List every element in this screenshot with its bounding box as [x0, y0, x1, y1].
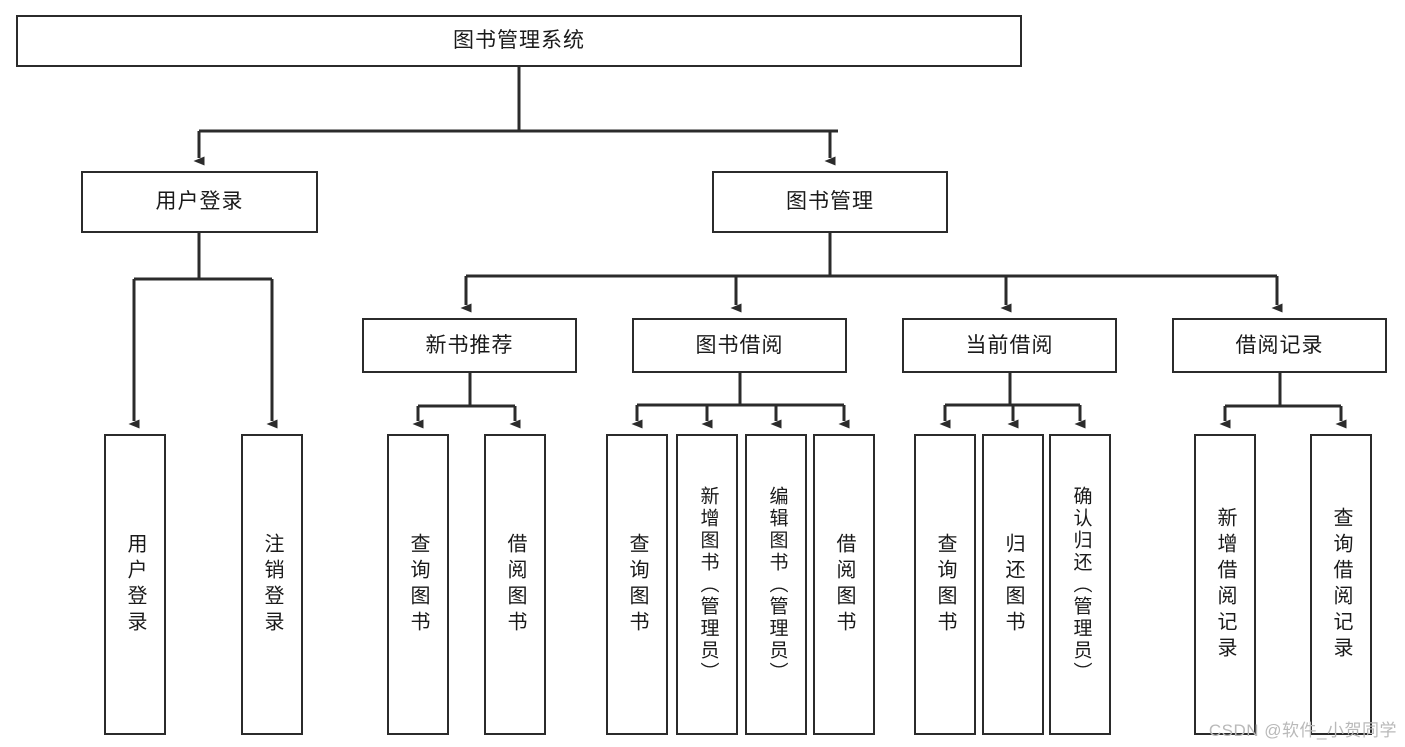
- node-l3-new-book-rec[interactable]: 新书推荐: [362, 318, 577, 373]
- node-label: 归还图书: [1002, 532, 1024, 637]
- node-label: 确认归还（管理员）: [1070, 485, 1092, 684]
- node-leaf-leaf-query-book-cur[interactable]: 查询图书: [914, 434, 976, 735]
- node-label: 图书管理系统: [453, 29, 585, 53]
- node-l3-book-borrow[interactable]: 图书借阅: [632, 318, 847, 373]
- node-l2-user-login[interactable]: 用户登录: [81, 171, 318, 233]
- node-leaf-leaf-borrow-book-rec[interactable]: 借阅图书: [484, 434, 546, 735]
- node-label: 查询图书: [626, 532, 648, 637]
- node-leaf-leaf-confirm-return-admin[interactable]: 确认归还（管理员）: [1049, 434, 1111, 735]
- node-leaf-leaf-user-login[interactable]: 用户登录: [104, 434, 166, 735]
- node-leaf-leaf-return-book[interactable]: 归还图书: [982, 434, 1044, 735]
- node-leaf-leaf-query-borrow-record[interactable]: 查询借阅记录: [1310, 434, 1372, 735]
- node-leaf-leaf-query-book-rec[interactable]: 查询图书: [387, 434, 449, 735]
- node-label: 查询借阅记录: [1330, 506, 1352, 663]
- node-label: 用户登录: [155, 190, 244, 214]
- node-label: 当前借阅: [965, 333, 1054, 357]
- node-label: 新书推荐: [425, 333, 514, 357]
- node-leaf-leaf-user-logout[interactable]: 注销登录: [241, 434, 303, 735]
- node-l2-book-manage[interactable]: 图书管理: [712, 171, 948, 233]
- node-label: 注销登录: [261, 532, 283, 637]
- node-label: 编辑图书（管理员）: [766, 485, 788, 684]
- node-label: 新增图书（管理员）: [697, 485, 719, 684]
- node-label: 用户登录: [124, 532, 146, 637]
- node-leaf-leaf-add-borrow-record[interactable]: 新增借阅记录: [1194, 434, 1256, 735]
- node-leaf-leaf-edit-book-admin[interactable]: 编辑图书（管理员）: [745, 434, 807, 735]
- node-root-root[interactable]: 图书管理系统: [16, 15, 1022, 67]
- node-l3-current-borrow[interactable]: 当前借阅: [902, 318, 1117, 373]
- watermark-text: CSDN @软件_小贺同学: [1208, 721, 1397, 740]
- node-leaf-leaf-add-book-admin[interactable]: 新增图书（管理员）: [676, 434, 738, 735]
- node-label: 新增借阅记录: [1214, 506, 1236, 663]
- node-leaf-leaf-borrow-book[interactable]: 借阅图书: [813, 434, 875, 735]
- node-label: 查询图书: [934, 532, 956, 637]
- node-label: 图书管理: [786, 190, 874, 214]
- node-label: 借阅图书: [833, 532, 855, 637]
- node-label: 图书借阅: [695, 333, 784, 357]
- node-label: 借阅图书: [504, 532, 526, 637]
- node-label: 查询图书: [407, 532, 429, 637]
- node-label: 借阅记录: [1235, 333, 1324, 357]
- node-l3-borrow-record[interactable]: 借阅记录: [1172, 318, 1387, 373]
- node-leaf-leaf-query-book[interactable]: 查询图书: [606, 434, 668, 735]
